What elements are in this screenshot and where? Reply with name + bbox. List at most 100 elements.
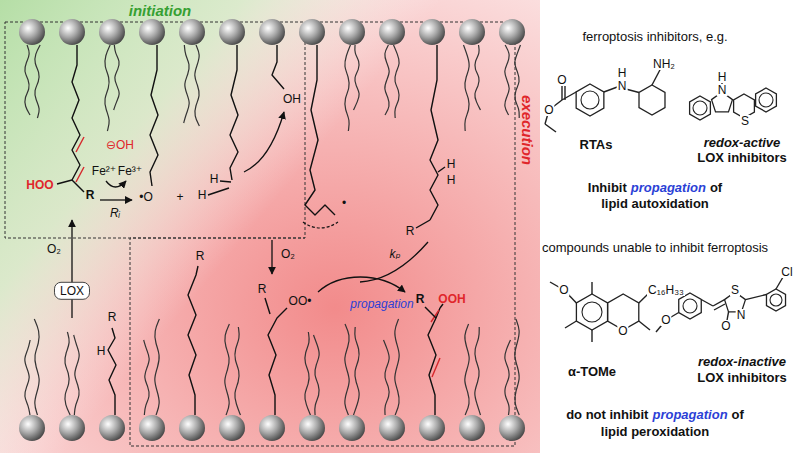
ring	[576, 84, 604, 116]
lipid-tail	[505, 45, 509, 115]
bond	[545, 124, 556, 132]
text-label: do not inhibit	[566, 408, 648, 423]
text-label: H	[447, 174, 456, 188]
lipid-tail	[225, 324, 230, 415]
lipid-chain	[150, 45, 158, 186]
lipid-chain	[428, 308, 440, 415]
atom-label: O	[617, 325, 628, 337]
lipid-tail	[34, 319, 39, 415]
bond	[416, 220, 430, 228]
lipid-head	[419, 415, 445, 441]
text-label: •	[342, 197, 346, 211]
lipid-tail	[475, 327, 481, 415]
text-label: ferroptosis inhibitors, e.g.	[582, 30, 727, 45]
text-label: Fe³⁺	[118, 165, 142, 179]
lipid-head	[139, 19, 165, 45]
aromatic-circle	[693, 101, 707, 115]
text-label: kₚ	[389, 248, 400, 262]
lipid-chain	[108, 328, 116, 415]
radical-delocalization	[303, 222, 338, 228]
lipid-tail	[105, 45, 110, 131]
lipid-head	[19, 415, 45, 441]
lipid-tail	[35, 45, 40, 118]
atom-label: O	[558, 284, 569, 296]
bond	[565, 321, 576, 328]
text-label: execution	[518, 95, 535, 165]
text-label: H	[447, 158, 456, 172]
bond	[57, 180, 72, 184]
atom-label: S	[740, 115, 750, 127]
lipid-head	[219, 415, 245, 441]
lipid-chain	[230, 45, 238, 180]
lipid-head	[219, 19, 245, 45]
atom-label: O	[720, 320, 731, 332]
text-label: LOX inhibitors	[697, 371, 787, 386]
node-text: LOX	[60, 284, 84, 298]
atom-label: O	[543, 104, 554, 116]
text-label: R	[108, 311, 117, 325]
bond	[561, 84, 562, 100]
text-label: Inhibit	[588, 181, 627, 196]
text-label: O₂	[47, 243, 61, 257]
bond	[701, 300, 713, 307]
text-label: α-TOMe	[568, 365, 616, 380]
bond	[72, 180, 84, 192]
lipid-head	[179, 19, 205, 45]
kp-arc	[360, 242, 428, 282]
aromatic-circle	[759, 93, 773, 107]
lipid-head	[499, 415, 525, 441]
bond	[562, 92, 576, 100]
text-label: propagation	[631, 181, 706, 196]
ring	[766, 289, 785, 311]
lipid-head	[59, 19, 85, 45]
lipid-head	[19, 19, 45, 45]
lipid-head	[259, 415, 285, 441]
lipid-tail	[144, 340, 150, 415]
text-label: of	[710, 181, 722, 196]
lipid-tail	[465, 324, 469, 415]
text-label: LOX inhibitors	[697, 151, 787, 166]
lipid-head	[459, 19, 485, 45]
text-label: +	[176, 191, 183, 205]
atom-label: N	[717, 84, 728, 96]
ring	[756, 88, 777, 112]
text-label: ⊖OH	[106, 139, 134, 153]
atom-label: S	[730, 284, 740, 296]
atom-label: NH₂	[652, 58, 676, 70]
text-label: Fe²⁺	[92, 165, 116, 179]
double-bond	[432, 358, 440, 377]
ring	[639, 85, 665, 115]
double-bond	[76, 167, 84, 182]
aromatic-circle	[770, 294, 782, 306]
background-panel	[0, 0, 540, 453]
lipid-chain	[72, 45, 80, 180]
text-label: of	[732, 408, 744, 423]
ring	[576, 294, 607, 330]
text-label: Rᵢ	[110, 207, 120, 221]
text-line: do not inhibit propagation of	[566, 408, 744, 423]
propagation-arrow	[318, 277, 405, 292]
bond	[564, 86, 565, 100]
lipid-head	[299, 415, 325, 441]
lipid-tail	[394, 45, 400, 118]
text-label: R	[86, 189, 95, 203]
lipid-tail	[345, 45, 351, 131]
atom-label: H	[717, 71, 728, 83]
lipid-tail	[385, 45, 389, 115]
lipid-tail	[114, 45, 120, 110]
iron-arrow	[106, 181, 126, 187]
lipid-tail	[184, 45, 190, 123]
text-label: H	[97, 345, 106, 359]
lipid-chain	[305, 45, 335, 215]
aromatic-circle	[581, 91, 599, 109]
bond	[745, 295, 766, 300]
text-label: redox-active	[704, 136, 781, 151]
text-label: propagation	[652, 408, 727, 423]
aromatic-circle	[582, 302, 602, 322]
bond	[591, 330, 592, 342]
lipid-head	[419, 19, 445, 45]
lipid-tail	[25, 45, 30, 115]
